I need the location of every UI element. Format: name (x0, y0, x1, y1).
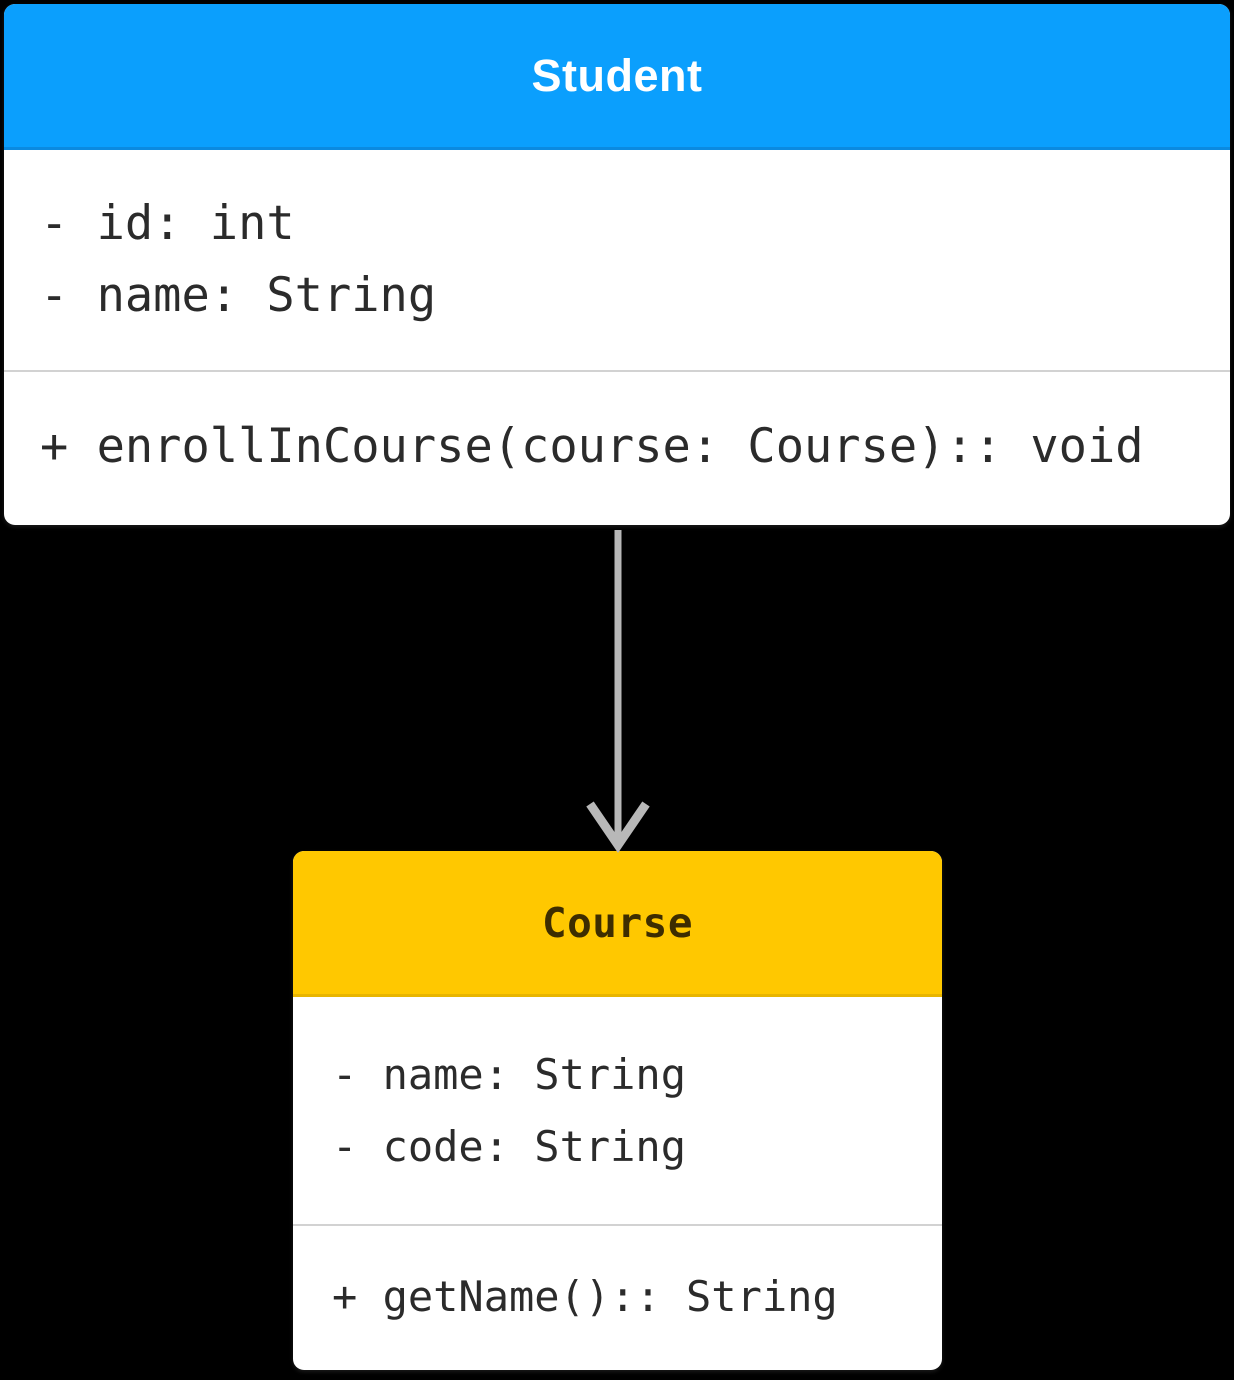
uml-class-course-header: Course (293, 851, 942, 997)
uml-class-student-divider (4, 370, 1230, 372)
uml-class-student-methods: + enrollInCourse(course: Course):: void (4, 372, 1230, 522)
uml-class-course[interactable]: Course - name: String - code: String + g… (293, 851, 942, 1370)
uml-method-row: + getName():: String (332, 1271, 838, 1321)
uml-class-course-methods: + getName():: String (293, 1226, 942, 1367)
uml-class-student[interactable]: Student - id: int - name: String + enrol… (4, 4, 1230, 525)
uml-method-row: + enrollInCourse(course: Course):: void (40, 419, 1144, 474)
uml-attribute-row: - name: String (332, 1049, 687, 1099)
uml-class-course-attributes: - name: String - code: String (293, 997, 942, 1224)
uml-class-course-divider (293, 1224, 942, 1226)
arrowhead-icon (586, 801, 650, 853)
uml-attribute-row: - id: int (40, 196, 295, 251)
uml-class-student-header: Student (4, 4, 1230, 150)
uml-attribute-row: - code: String (332, 1121, 687, 1171)
uml-attribute-row: - name: String (40, 268, 437, 323)
uml-class-student-attributes: - id: int - name: String (4, 150, 1230, 370)
uml-class-student-title: Student (531, 49, 703, 101)
uml-class-course-title: Course (541, 898, 694, 947)
